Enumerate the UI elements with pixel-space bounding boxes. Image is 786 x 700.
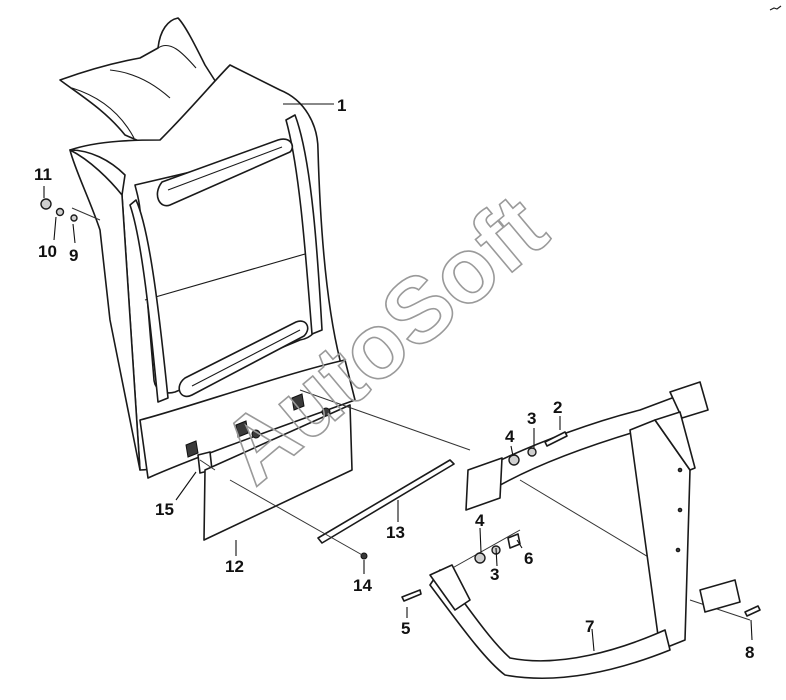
- callout-3-lower: 3: [490, 565, 499, 584]
- callout-13: 13: [386, 523, 405, 542]
- assembly-lines: [71, 207, 751, 621]
- bracket-frame: [429, 381, 741, 679]
- callout-3-upper: 3: [527, 409, 536, 428]
- callout-15: 15: [155, 500, 174, 519]
- callout-9: 9: [69, 246, 78, 265]
- callout-12: 12: [225, 557, 244, 576]
- callout-1: 1: [337, 96, 346, 115]
- callout-labels: 1 2 3 4 3 4 5 6 7 8 9 10 11 12 13 14 15: [34, 96, 754, 662]
- leader-lines: [43, 103, 753, 652]
- callout-6: 6: [524, 549, 533, 568]
- callout-10: 10: [38, 242, 57, 261]
- callout-8: 8: [745, 643, 754, 662]
- callout-4-upper: 4: [505, 427, 515, 446]
- callout-5: 5: [401, 619, 410, 638]
- flap: [203, 404, 353, 541]
- callout-11: 11: [34, 165, 52, 184]
- callout-4-lower: 4: [475, 511, 485, 530]
- hardware: [40, 198, 761, 617]
- strip: [317, 459, 455, 544]
- corner-mark: [769, 5, 782, 11]
- callout-14: 14: [353, 576, 372, 595]
- callout-2: 2: [553, 398, 562, 417]
- mudflap-body: [59, 17, 356, 479]
- callout-7: 7: [585, 617, 594, 636]
